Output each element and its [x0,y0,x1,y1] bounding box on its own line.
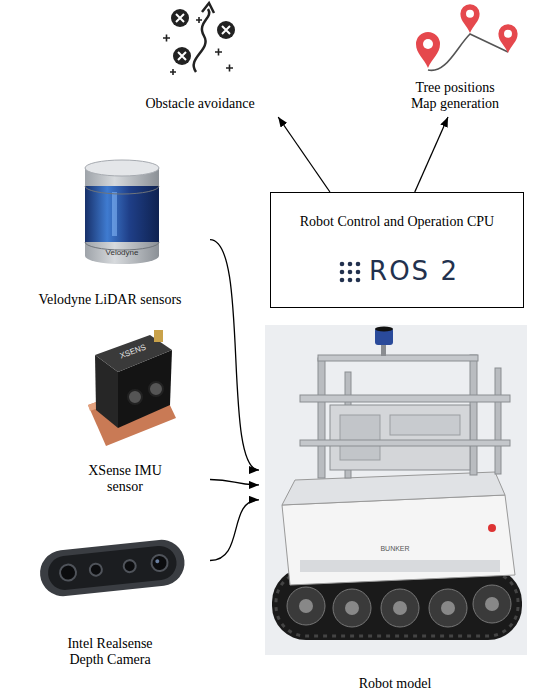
robot-node: Robot model [262,322,528,694]
arrow-connector [415,117,448,192]
imu-node: XSense IMU sensor [40,322,210,497]
robot-illustration [265,325,527,655]
obstacle-avoidance-node: Obstacle avoidance [115,2,285,114]
cpu-box: Robot Control and Operation CPU ROS 2 [270,192,524,308]
obstacle-icon [163,3,235,75]
node-text: Robot model [359,676,432,692]
node-text: Obstacle avoidance [145,96,254,112]
ros-logo-dots [338,260,362,284]
lidar-node: Velodyne LiDAR sensors [10,150,210,310]
node-subtext: ROS 2 [335,256,459,286]
node-text: Intel Realsense Depth Camera [55,636,165,668]
node-text: Tree positions Map generation [403,80,507,112]
camera-illustration [38,538,187,599]
lidar-illustration [85,160,159,264]
brand-label: BUNKER [380,545,409,552]
camera-node: Intel Realsense Depth Camera [10,520,210,670]
arrow-connector [278,117,330,192]
arrow-connector [210,480,259,485]
node-text: Velodyne LiDAR sensors [38,292,181,308]
arrow-connector [210,500,259,561]
node-text: XSense IMU sensor [78,463,173,495]
arrow-connector [210,240,259,470]
imu-illustration [88,330,176,446]
map-icon [416,4,518,70]
brand-label: Velodyne [106,249,139,257]
node-text: Robot Control and Operation CPU [300,214,494,230]
map-generation-node: Tree positions Map generation [385,2,525,114]
